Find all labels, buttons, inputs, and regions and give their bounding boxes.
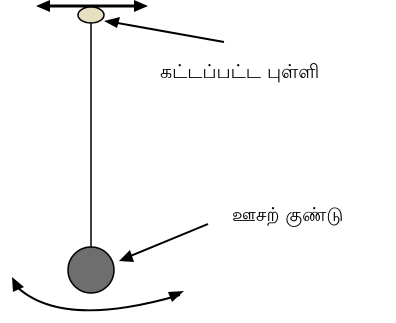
bob-pointer-arrow bbox=[119, 223, 209, 262]
fixed-point-label: கட்டப்பட்ட புள்ளி bbox=[160, 61, 320, 83]
pivot-pointer-arrow bbox=[104, 17, 225, 43]
pendulum-bob bbox=[67, 246, 115, 294]
pivot-point bbox=[77, 6, 105, 24]
support-double-arrow bbox=[36, 0, 148, 12]
swing-arc-arrow bbox=[12, 277, 184, 312]
bob-label: ஊசற் குண்டு bbox=[232, 204, 344, 226]
